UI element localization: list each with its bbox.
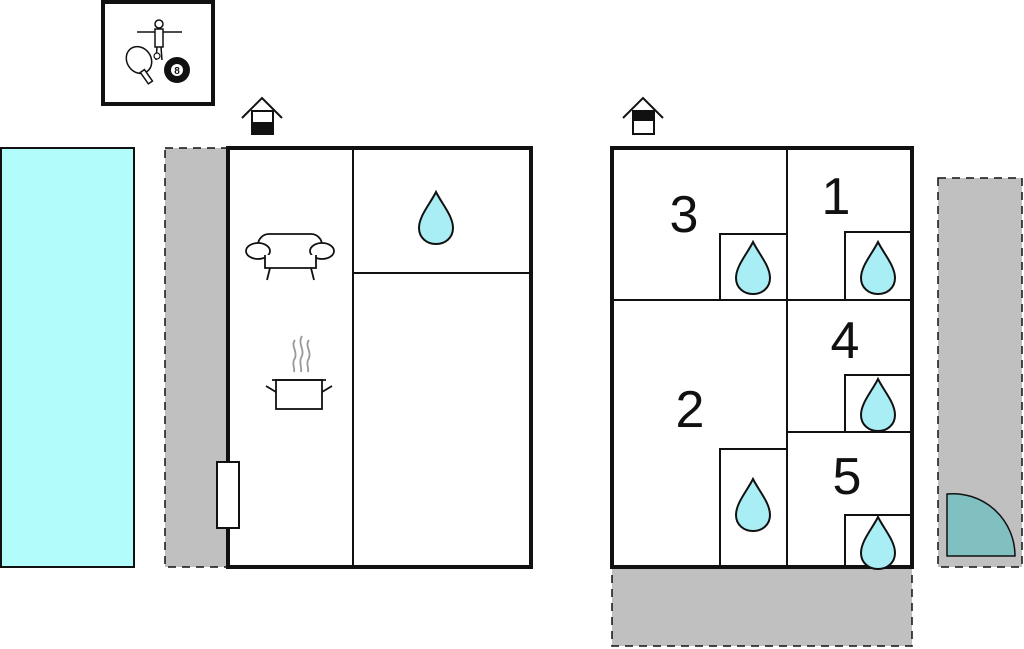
sofa-icon bbox=[245, 233, 335, 281]
building-right bbox=[610, 146, 914, 569]
water-drop-icon bbox=[418, 191, 454, 245]
room-number-1: 1 bbox=[822, 168, 851, 226]
house-entrance-icon bbox=[622, 96, 664, 135]
water-drop-icon bbox=[735, 241, 771, 295]
cooking-pot-icon bbox=[265, 335, 333, 410]
room-number-5: 5 bbox=[833, 448, 862, 506]
svg-text:8: 8 bbox=[174, 66, 180, 77]
room-number-2: 2 bbox=[676, 381, 705, 439]
room-number-3: 3 bbox=[670, 186, 699, 244]
room-number-4: 4 bbox=[831, 312, 860, 370]
water-drop-icon bbox=[860, 516, 896, 570]
house-entrance-icon bbox=[241, 96, 283, 135]
water-drop-icon bbox=[860, 241, 896, 295]
door-swing-icon bbox=[946, 492, 1016, 557]
games-room-icon: 8 bbox=[101, 0, 215, 106]
swimming-pool bbox=[0, 147, 135, 568]
terrace-bottom bbox=[611, 566, 913, 647]
water-drop-icon bbox=[735, 478, 771, 532]
water-drop-icon bbox=[860, 378, 896, 432]
building-left bbox=[226, 146, 533, 569]
wall-opening bbox=[216, 461, 240, 529]
